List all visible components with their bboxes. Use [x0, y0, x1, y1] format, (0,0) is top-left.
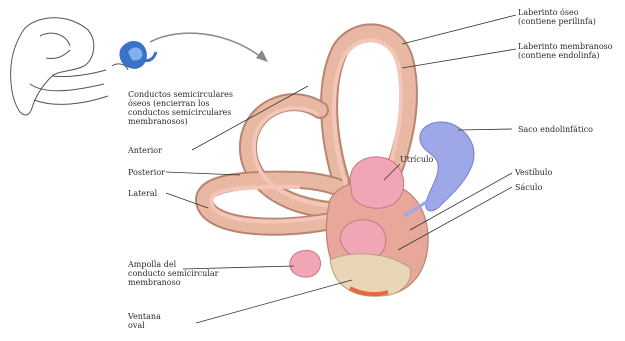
label-posterior: Posterior: [128, 168, 165, 177]
label-lateral: Lateral: [128, 189, 157, 198]
label-anterior: Anterior: [128, 146, 162, 155]
label-ventana-oval: Ventana oval: [128, 312, 161, 330]
inset-inner-ear: [119, 41, 156, 69]
label-saculo: Sáculo: [515, 183, 542, 192]
label-laberinto-membranoso: Laberinto membranoso (contiene endolinfa…: [518, 42, 613, 60]
label-conductos-semicirculares: Conductos semicirculares óseos (encierra…: [128, 90, 233, 126]
magnify-arrow: [150, 33, 262, 58]
label-vestibulo: Vestíbulo: [515, 168, 552, 177]
label-ampolla: Ampolla del conducto semicircular membra…: [128, 260, 218, 287]
magnify-arrow-head: [256, 50, 268, 62]
label-laberinto-oseo: Laberinto óseo (contiene perilinfa): [518, 8, 596, 26]
label-saco-endolinfatico: Saco endolinfático: [518, 125, 593, 134]
label-utriculo: Utrículo: [400, 155, 433, 164]
head-sketch-inset: [11, 18, 128, 115]
